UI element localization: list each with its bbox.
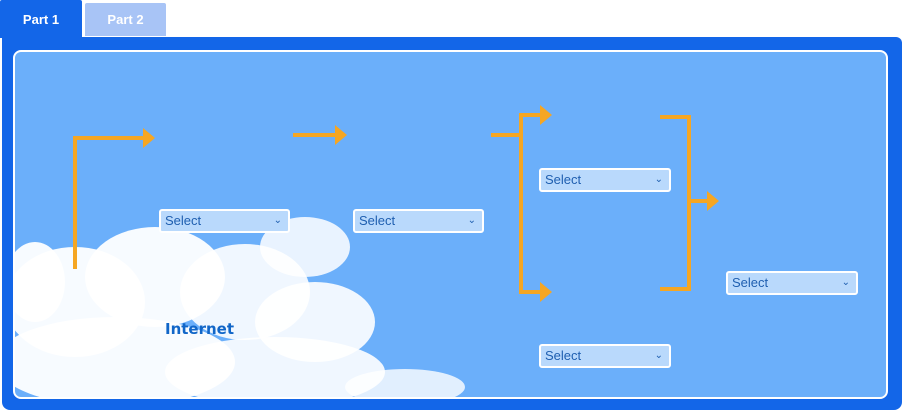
diagram-canvas: [15, 105, 719, 397]
tab-part-2[interactable]: Part 2: [85, 3, 166, 36]
select-value: Select: [545, 348, 582, 363]
split-arrow-head-bottom: [540, 282, 552, 302]
chevron-down-icon: ⌄: [841, 277, 850, 288]
select-device-2[interactable]: Select ⌄: [353, 209, 484, 233]
split-arrow-head-top: [540, 105, 552, 125]
tab-part-1[interactable]: Part 1: [0, 0, 82, 38]
merge-bracket: [660, 115, 709, 291]
select-device-5[interactable]: Select ⌄: [726, 271, 858, 295]
cloud-image: [15, 217, 465, 397]
internet-label: Internet: [165, 320, 235, 338]
arrow-1: [73, 136, 145, 269]
merge-arrow-head: [707, 191, 719, 211]
select-device-1[interactable]: Select ⌄: [159, 209, 290, 233]
select-device-3[interactable]: Select ⌄: [539, 168, 671, 192]
split-arrow: [491, 113, 542, 294]
tab-bar: Part 1 Part 2: [0, 0, 915, 38]
chevron-down-icon: ⌄: [273, 215, 282, 226]
chevron-down-icon: ⌄: [467, 215, 476, 226]
chevron-down-icon: ⌄: [654, 350, 663, 361]
select-value: Select: [732, 275, 769, 290]
select-device-4[interactable]: Select ⌄: [539, 344, 671, 368]
network-diagram-panel: Internet Select ⌄ Select ⌄ Select ⌄ Sele…: [13, 50, 888, 399]
select-value: Select: [359, 213, 396, 228]
chevron-down-icon: ⌄: [654, 174, 663, 185]
select-value: Select: [165, 213, 202, 228]
arrow-2-head: [335, 125, 347, 145]
select-value: Select: [545, 172, 582, 187]
arrow-1-head: [143, 128, 155, 148]
